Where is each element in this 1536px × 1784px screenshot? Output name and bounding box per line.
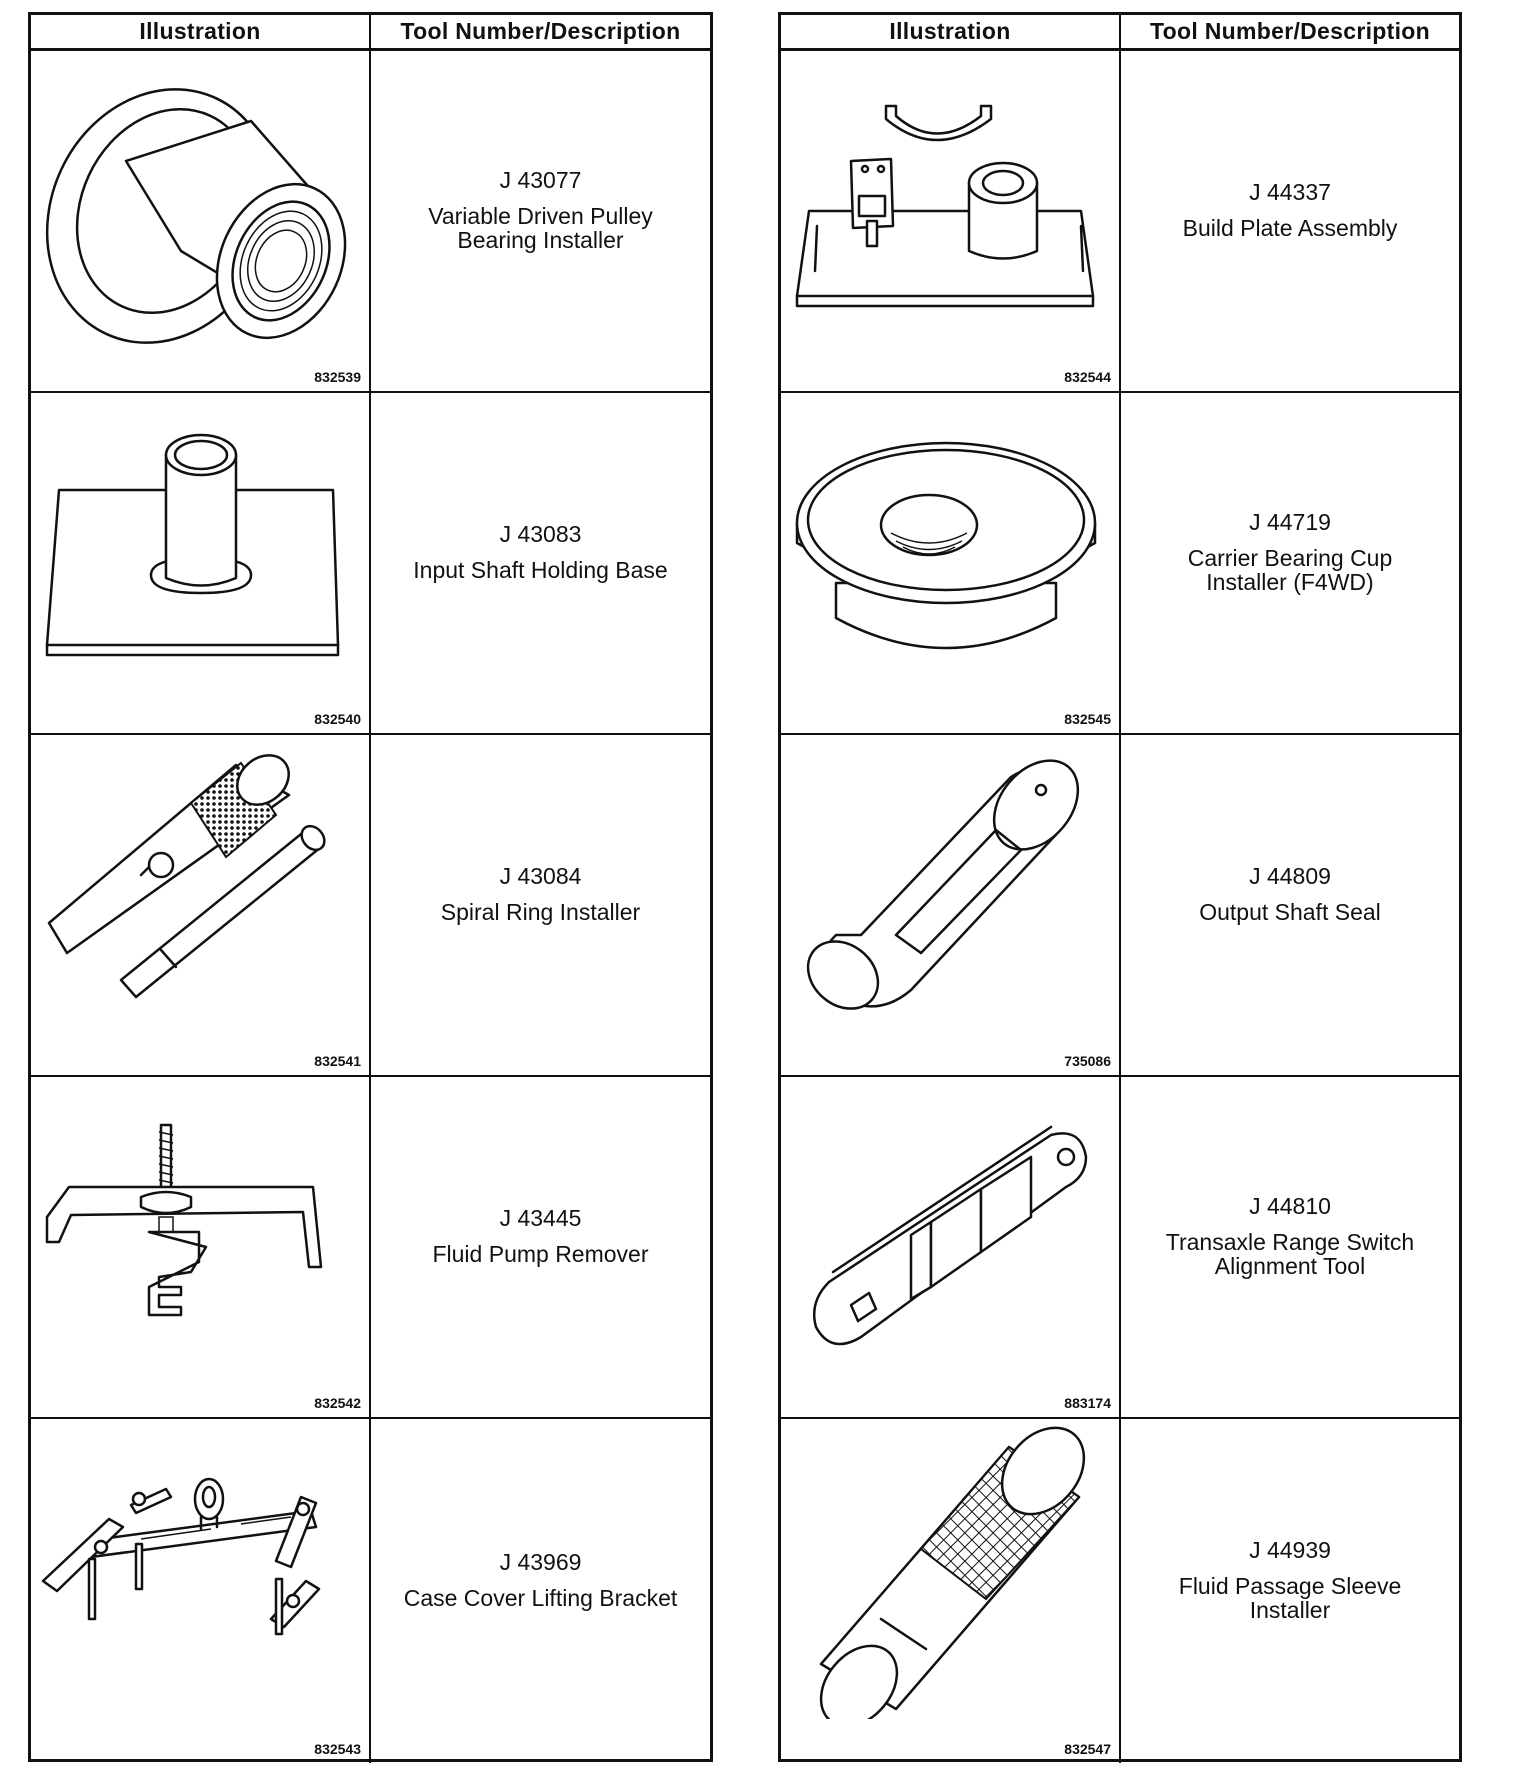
illustration-cell: 832541 <box>31 735 371 1075</box>
figure-code: 735086 <box>1064 1053 1111 1069</box>
tool-number: J 44719 <box>1249 508 1331 535</box>
tool-description: Output Shaft Seal <box>1199 898 1381 925</box>
description-cell: J 44810 Transaxle Range Switch Alignment… <box>1121 1077 1459 1417</box>
description-cell: J 44939 Fluid Passage Sleeve Installer <box>1121 1419 1459 1763</box>
figure-code: 832539 <box>314 369 361 385</box>
tool-description: Fluid Pump Remover <box>432 1240 649 1267</box>
tool-table-right: Illustration Tool Number/Description 832… <box>778 12 1462 1763</box>
table-row: 735086 J 44809 Output Shaft Seal <box>781 735 1459 1077</box>
header-illustration: Illustration <box>781 15 1121 48</box>
illustration-cell: 832543 <box>31 1419 371 1763</box>
illustration-cell: 832540 <box>31 393 371 733</box>
description-cell: J 43969 Case Cover Lifting Bracket <box>371 1419 710 1763</box>
header-description: Tool Number/Description <box>400 18 681 44</box>
table-row: 832544 J 44337 Build Plate Assembly <box>781 51 1459 393</box>
lifting-bracket-icon <box>41 1477 321 1636</box>
figure-code: 832545 <box>1064 711 1111 727</box>
table-row: 832540 J 43083 Input Shaft Holding Base <box>31 393 710 735</box>
description-cell: J 43084 Spiral Ring Installer <box>371 735 710 1075</box>
tool-number: J 43084 <box>499 862 582 889</box>
table-row: 883174 J 44810 Transaxle Range Switch Al… <box>781 1077 1459 1419</box>
tool-description: Carrier Bearing Cup Installer (F4WD) <box>1187 544 1393 595</box>
table-header: Illustration Tool Number/Description <box>781 15 1459 51</box>
header-description: Tool Number/Description <box>1150 18 1430 44</box>
sleeve-installer-icon <box>819 1426 1086 1719</box>
tool-description: Case Cover Lifting Bracket <box>403 1584 678 1611</box>
tool-number: J 44939 <box>1249 1536 1331 1563</box>
build-plate-icon <box>795 104 1095 308</box>
tool-description: Transaxle Range Switch Alignment Tool <box>1165 1228 1415 1279</box>
seal-installer-icon <box>806 759 1080 1010</box>
illustration-cell: 832544 <box>781 51 1121 391</box>
illustration-cell: 832542 <box>31 1077 371 1417</box>
tool-table-left: Illustration Tool Number/Description 832… <box>28 12 713 1763</box>
table-row: 832547 J 44939 Fluid Passage Sleeve Inst… <box>781 1419 1459 1763</box>
tool-description: Fluid Passage Sleeve Installer <box>1178 1572 1402 1623</box>
table-row: 832542 J 43445 Fluid Pump Remover <box>31 1077 710 1419</box>
description-cell: J 43077 Variable Driven Pulley Bearing I… <box>371 51 710 391</box>
spiral-ring-installer-icon <box>47 754 326 999</box>
table-header: Illustration Tool Number/Description <box>31 15 710 51</box>
description-cell: J 44809 Output Shaft Seal <box>1121 735 1459 1075</box>
tool-number: J 43445 <box>499 1204 582 1231</box>
illustration-cell: 735086 <box>781 735 1121 1075</box>
description-cell: J 43445 Fluid Pump Remover <box>371 1077 710 1417</box>
tool-description: Build Plate Assembly <box>1182 214 1398 241</box>
illustration-cell: 832545 <box>781 393 1121 733</box>
tool-description: Input Shaft Holding Base <box>413 556 668 583</box>
figure-code: 832543 <box>314 1741 361 1757</box>
pulley-bearing-installer-icon <box>45 88 347 344</box>
tool-number: J 44337 <box>1249 178 1331 205</box>
table-row: 832545 J 44719 Carrier Bearing Cup Insta… <box>781 393 1459 735</box>
cup-installer-icon <box>795 441 1097 650</box>
tool-number: J 43083 <box>499 520 582 547</box>
illustration-cell: 883174 <box>781 1077 1121 1417</box>
description-cell: J 43083 Input Shaft Holding Base <box>371 393 710 733</box>
description-cell: J 44719 Carrier Bearing Cup Installer (F… <box>1121 393 1459 733</box>
illustration-cell: 832547 <box>781 1419 1121 1763</box>
illustration-cell: 832539 <box>31 51 371 391</box>
figure-code: 832544 <box>1064 369 1111 385</box>
holding-base-icon <box>45 433 340 657</box>
pump-remover-icon <box>45 1123 323 1317</box>
alignment-tool-icon <box>812 1125 1088 1346</box>
figure-code: 883174 <box>1064 1395 1111 1411</box>
table-row: 832543 J 43969 Case Cover Lifting Bracke… <box>31 1419 710 1763</box>
figure-code: 832547 <box>1064 1741 1111 1757</box>
figure-code: 832542 <box>314 1395 361 1411</box>
description-cell: J 44337 Build Plate Assembly <box>1121 51 1459 391</box>
tool-number: J 44810 <box>1249 1192 1331 1219</box>
header-illustration: Illustration <box>31 15 371 48</box>
tool-number: J 43969 <box>499 1548 582 1575</box>
tool-description: Spiral Ring Installer <box>440 898 641 925</box>
tool-number: J 44809 <box>1249 862 1331 889</box>
table-row: 832541 J 43084 Spiral Ring Installer <box>31 735 710 1077</box>
figure-code: 832540 <box>314 711 361 727</box>
tool-description: Variable Driven Pulley Bearing Installer <box>428 202 653 253</box>
table-row: 832539 J 43077 Variable Driven Pulley Be… <box>31 51 710 393</box>
tool-number: J 43077 <box>499 166 582 193</box>
figure-code: 832541 <box>314 1053 361 1069</box>
